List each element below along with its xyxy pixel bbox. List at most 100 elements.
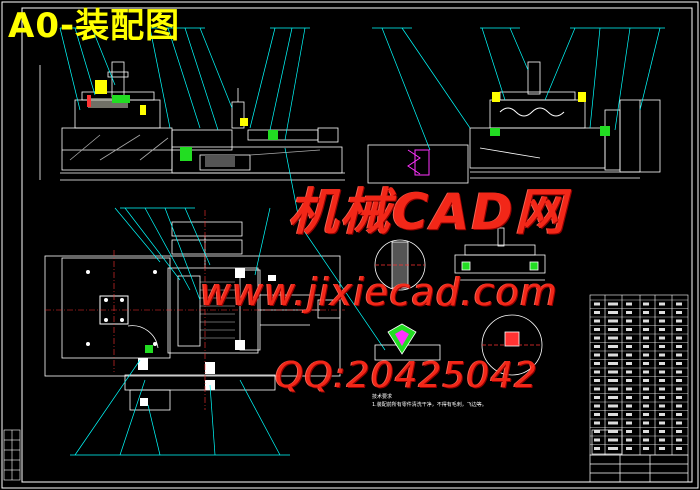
bom-cell-mark	[643, 336, 649, 340]
bom-cell-mark	[643, 421, 649, 425]
front-view-colored-parts	[87, 80, 278, 167]
bom-cell-mark	[676, 353, 682, 357]
side-view-leaders	[372, 27, 665, 151]
top-view-leaders	[70, 207, 386, 456]
bom-cell-mark	[594, 413, 600, 416]
bom-cell-mark	[676, 336, 682, 340]
bom-cell-mark	[643, 438, 649, 442]
bom-cell-mark	[659, 345, 665, 348]
bom-cell-mark	[594, 404, 600, 408]
bom-cell-mark	[676, 302, 682, 306]
bom-cell-mark	[676, 413, 682, 416]
bom-cell-mark	[626, 379, 632, 382]
bom-cell-mark	[643, 447, 649, 450]
bom-cell-mark	[643, 387, 649, 391]
bom-cell-mark	[676, 430, 682, 433]
bom-cell-mark	[676, 370, 682, 374]
bom-cell-mark	[659, 404, 665, 408]
bom-cell-mark	[676, 447, 682, 450]
bom-cell-mark	[626, 345, 632, 348]
bom-cell-mark	[626, 447, 632, 450]
left-margin-table	[3, 429, 21, 481]
bom-cell-mark	[594, 447, 600, 450]
bom-cell-mark	[626, 328, 632, 331]
bom-cell-mark	[608, 379, 618, 382]
bom-cell-mark	[626, 370, 632, 374]
tech-requirements-label: 技术要求	[372, 394, 393, 400]
bom-cell-mark	[676, 421, 682, 425]
bom-cell-mark	[659, 311, 665, 314]
bom-cell-mark	[676, 362, 682, 365]
bom-cell-mark	[626, 336, 632, 340]
bom-cell-mark	[643, 396, 649, 399]
bom-cell-mark	[626, 421, 632, 425]
bom-cell-mark	[626, 319, 632, 323]
detail-circle-1	[374, 239, 426, 291]
bom-cell-mark	[626, 396, 632, 399]
bom-cell-mark	[594, 345, 600, 348]
top-view-centerlines	[45, 210, 345, 410]
bom-cell-mark	[659, 302, 665, 306]
bom-cell-mark	[643, 430, 649, 433]
bom-cell-mark	[608, 430, 618, 433]
bom-cell-mark	[594, 362, 600, 365]
bom-cell-mark	[643, 353, 649, 357]
bom-cell-mark	[659, 353, 665, 357]
bom-cell-mark	[594, 387, 600, 391]
bom-cell-mark	[659, 379, 665, 382]
front-view-leaders	[59, 27, 310, 226]
bom-cell-mark	[676, 319, 682, 323]
bom-cell-mark	[594, 336, 600, 340]
bom-cell-mark	[626, 353, 632, 357]
bom-cell-mark	[608, 336, 618, 340]
bom-cell-mark	[659, 447, 665, 450]
side-view-colored-parts	[407, 92, 610, 176]
bom-cell-mark	[659, 396, 665, 399]
detail-view-small	[374, 323, 441, 361]
drawing-title: A0-装配图	[8, 6, 181, 46]
bom-cell-mark	[643, 370, 649, 374]
bom-cell-mark	[659, 328, 665, 331]
bom-cell-mark	[594, 370, 600, 374]
bom-cell-mark	[608, 404, 618, 408]
bom-cell-mark	[608, 362, 618, 365]
bom-cell-mark	[643, 302, 649, 306]
bom-cell-mark	[659, 319, 665, 323]
bom-cell-mark	[608, 328, 618, 331]
bom-cell-mark	[608, 387, 618, 391]
detail-circle-2	[481, 314, 543, 376]
bom-cell-mark	[659, 387, 665, 391]
bom-cell-mark	[626, 430, 632, 433]
watermark-url: www.jixiecad.com	[200, 270, 558, 314]
bom-cell-mark	[659, 370, 665, 374]
bom-cell-mark	[676, 404, 682, 408]
bom-cell-mark	[659, 336, 665, 340]
top-view-hatching	[200, 281, 235, 339]
bom-cell-mark	[608, 447, 618, 450]
bom-cell-mark	[643, 345, 649, 348]
bom-cell-mark	[676, 396, 682, 399]
bom-cell-mark	[594, 430, 600, 433]
bom-cell-mark	[594, 379, 600, 382]
bom-cell-mark	[608, 421, 618, 425]
bom-cell-mark	[676, 438, 682, 442]
bom-cell-mark	[643, 311, 649, 314]
bom-cell-mark	[643, 413, 649, 416]
bom-cell-mark	[594, 396, 600, 399]
watermark-site-name: 机械CAD网	[288, 183, 567, 241]
tech-requirements-text: 1.装配前所有零件清洗干净，不得有毛刺，飞边等。	[372, 402, 487, 408]
bom-cell-mark	[626, 438, 632, 442]
title-block	[589, 429, 689, 483]
bom-cell-mark	[643, 319, 649, 323]
bom-cell-mark	[659, 438, 665, 442]
bom-cell-mark	[608, 438, 618, 442]
bom-cell-mark	[594, 302, 600, 306]
bom-cell-mark	[676, 345, 682, 348]
bom-cell-mark	[608, 413, 618, 416]
bom-cell-mark	[594, 438, 600, 442]
bom-cell-mark	[643, 362, 649, 365]
section-view	[454, 227, 546, 281]
